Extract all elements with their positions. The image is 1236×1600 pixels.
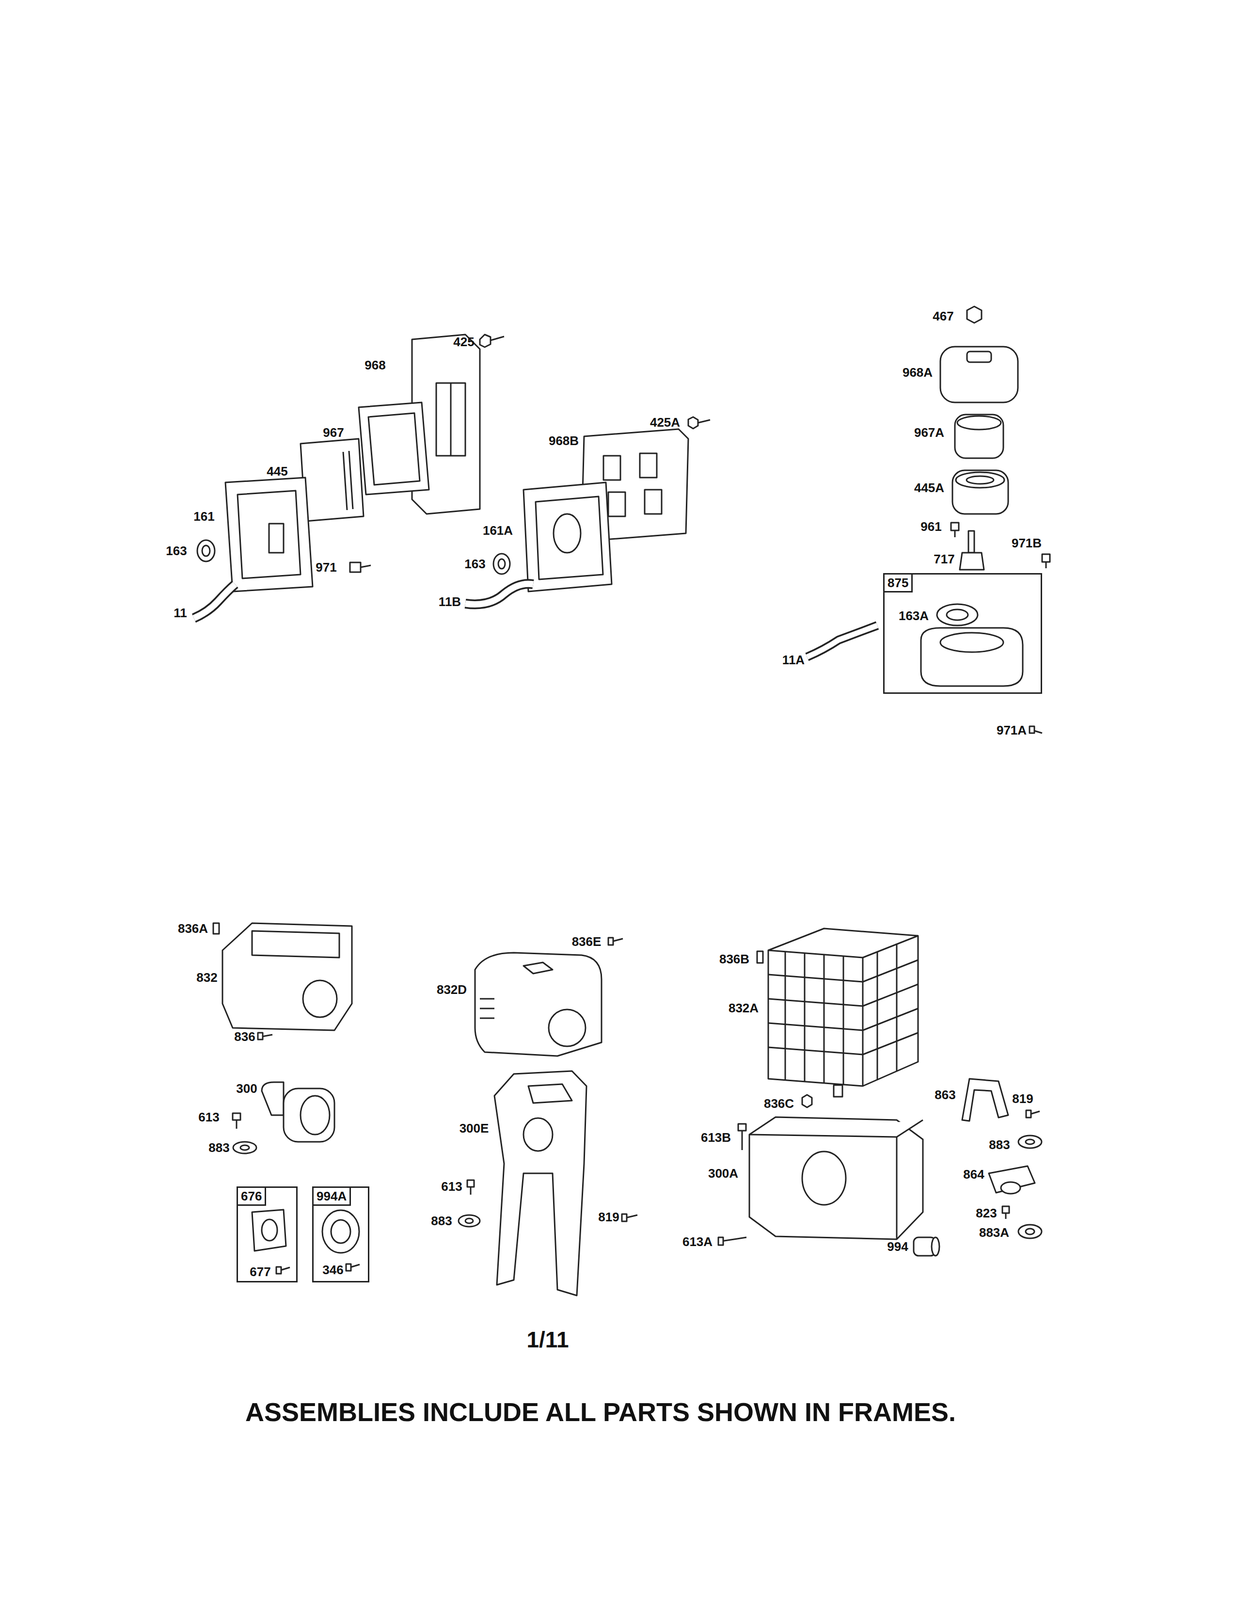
- callout-number: 300A: [708, 1166, 739, 1180]
- callout-number: 864: [963, 1167, 984, 1181]
- air-cleaner-flat: [193, 334, 711, 618]
- callout-number: 836: [234, 1030, 255, 1043]
- callout-number: 968: [364, 358, 386, 372]
- callout-number: 823: [975, 1206, 997, 1220]
- callout-number: 300E: [459, 1121, 490, 1135]
- callout-number: 445: [266, 464, 288, 478]
- callout-number: 836A: [177, 921, 208, 935]
- assembly-number: 994A: [313, 1187, 351, 1206]
- callout-number: 836B: [719, 952, 750, 966]
- callout-number: 467: [932, 309, 954, 323]
- callout-number: 717: [933, 552, 955, 566]
- callout-number: 163A: [898, 609, 929, 622]
- callout-number: 971A: [996, 723, 1027, 737]
- callout-number: 883: [430, 1214, 452, 1227]
- air-cleaner-oval: [807, 306, 1050, 733]
- assembly-frame: 875 163A: [883, 572, 1043, 694]
- assembly-frame: 994A 346: [312, 1186, 370, 1283]
- callout-number: 613B: [700, 1130, 731, 1144]
- callout-number: 968B: [548, 434, 579, 447]
- callout-number: 967A: [914, 426, 945, 439]
- callout-number: 971: [315, 560, 337, 574]
- callout-number: 11A: [782, 653, 805, 666]
- callout-number: 613A: [682, 1235, 713, 1248]
- caption: ASSEMBLIES INCLUDE ALL PARTS SHOWN IN FR…: [245, 1398, 956, 1425]
- callout-number: 961: [920, 520, 942, 533]
- muffler-group-3: [718, 928, 1042, 1256]
- callout-number: 863: [934, 1088, 956, 1101]
- callout-number: 832D: [436, 982, 467, 996]
- callout-number: 445A: [914, 481, 945, 494]
- callout-number: 883: [988, 1138, 1010, 1151]
- muffler-group-1: [213, 922, 360, 1274]
- callout-number: 161: [193, 509, 215, 523]
- callout-number: 883: [208, 1140, 230, 1154]
- callout-number: 836E: [571, 934, 602, 948]
- callout-number: 883A: [979, 1225, 1010, 1239]
- callout-number: 161A: [482, 523, 513, 537]
- callout-number: 613: [198, 1110, 220, 1124]
- callout-number: 346: [322, 1263, 344, 1276]
- callout-number: 832: [196, 970, 218, 984]
- callout-number: 613: [441, 1179, 462, 1193]
- callout-number: 968A: [902, 365, 933, 379]
- callout-number: 163: [165, 544, 187, 557]
- assembly-frame: 676 677: [236, 1186, 298, 1283]
- callout-number: 994: [887, 1239, 908, 1253]
- callout-number: 300: [236, 1081, 257, 1095]
- callout-number: 425A: [649, 415, 681, 429]
- callout-number: 425: [453, 335, 475, 349]
- callout-number: 11: [173, 606, 188, 619]
- muffler-group-2: [458, 937, 638, 1296]
- assembly-number: 676: [237, 1187, 267, 1206]
- page-number: 1/11: [526, 1328, 570, 1351]
- callout-number: 836C: [763, 1096, 794, 1110]
- callout-number: 677: [249, 1265, 271, 1278]
- callout-number: 163: [464, 557, 486, 571]
- callout-number: 971B: [1011, 536, 1042, 550]
- callout-number: 832A: [728, 1001, 759, 1015]
- callout-number: 967: [322, 426, 344, 439]
- callout-number: 11B: [438, 595, 461, 608]
- assembly-number: 875: [884, 574, 913, 593]
- callout-number: 819: [1012, 1092, 1033, 1105]
- callout-number: 819: [598, 1210, 619, 1223]
